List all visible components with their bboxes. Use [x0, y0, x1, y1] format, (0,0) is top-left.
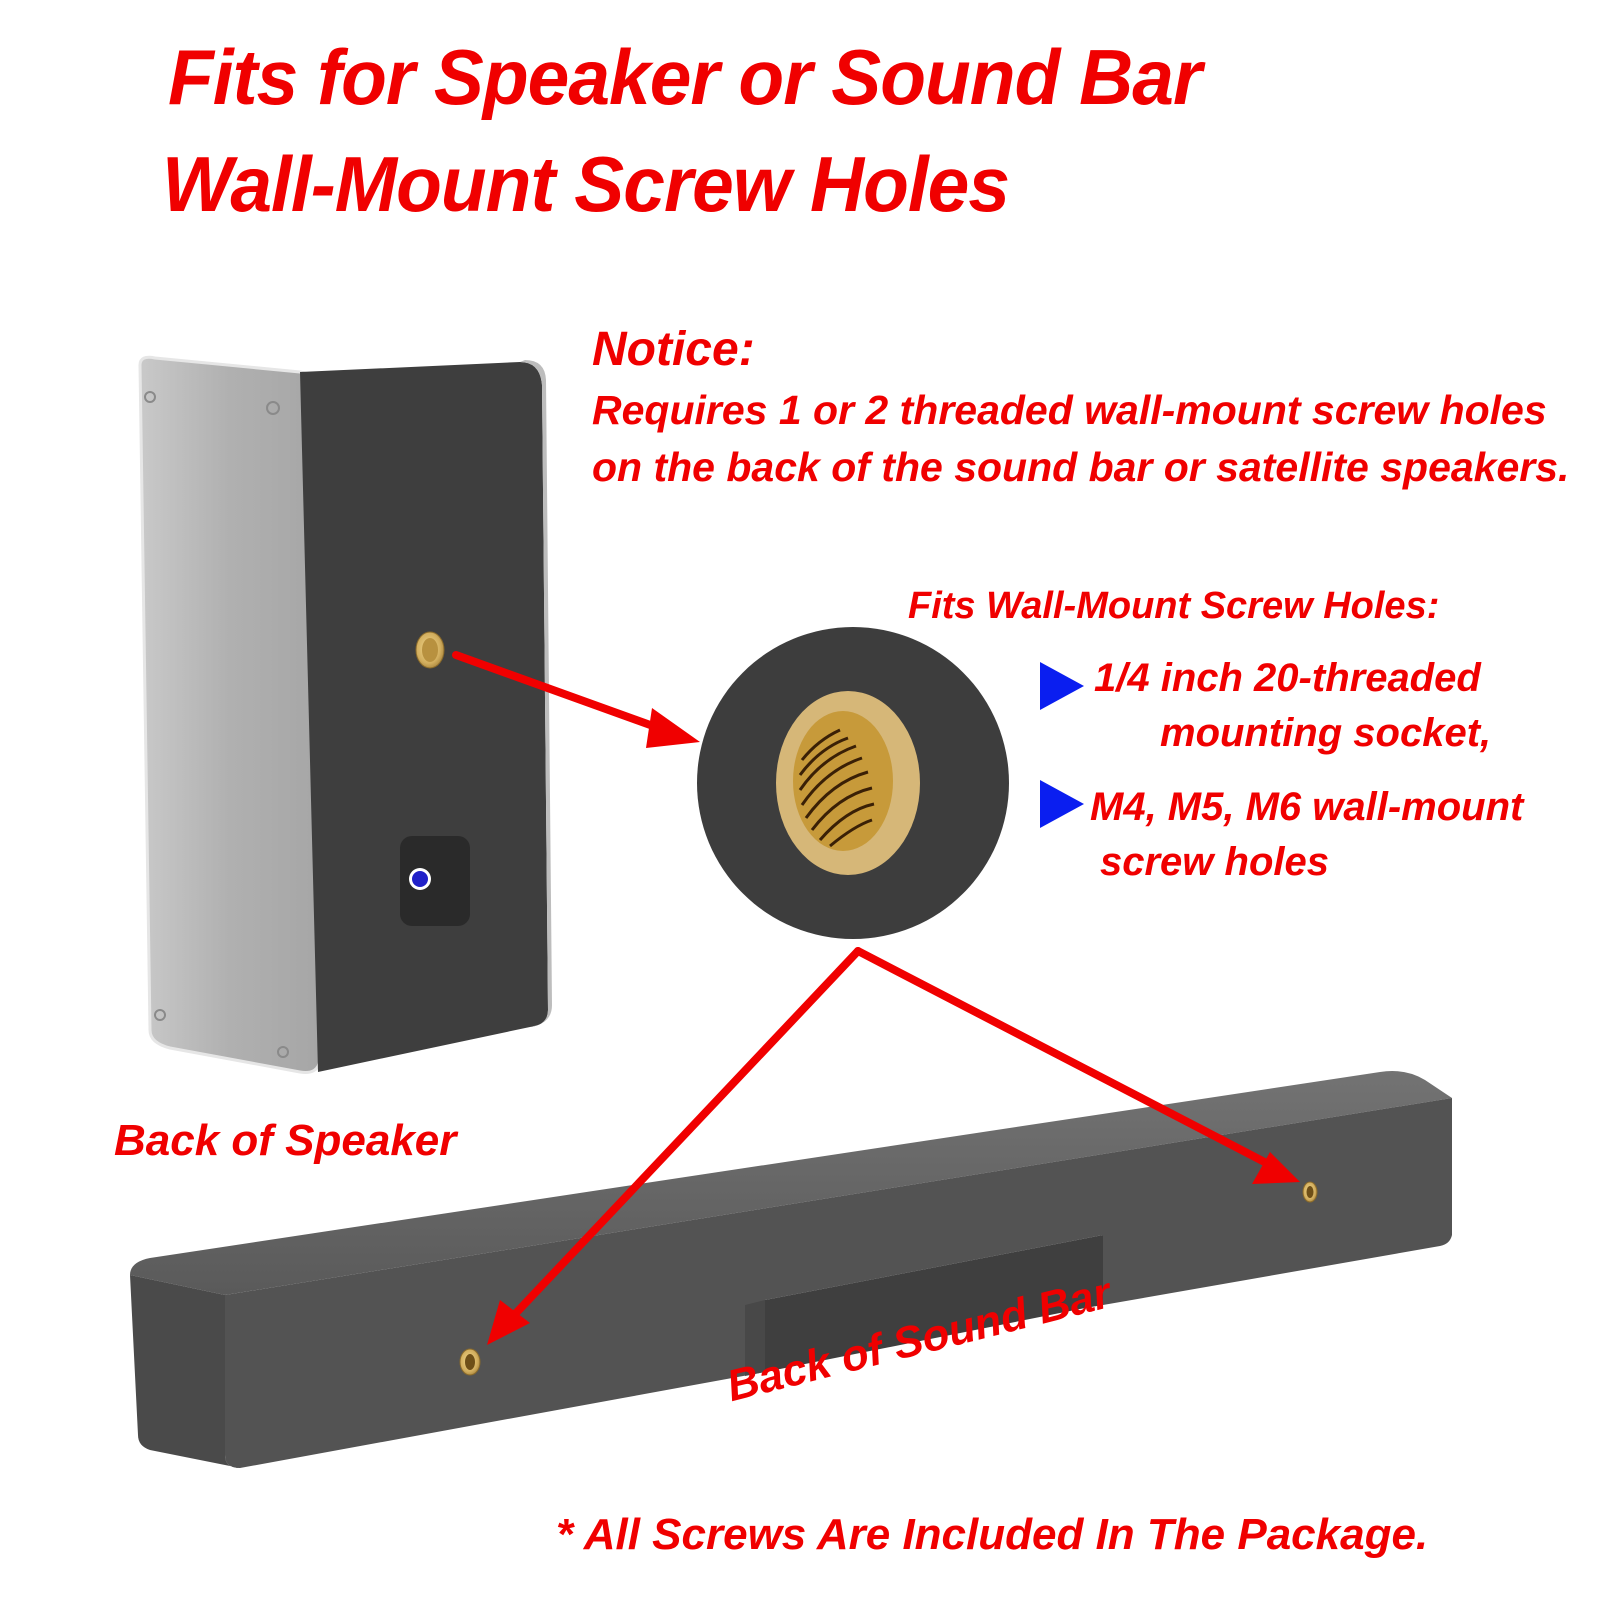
arrow-speaker-to-socket	[452, 651, 682, 739]
fits-bullet-2: M4, M5, M6 wall-mount screw holes	[1090, 780, 1523, 890]
fits-bullet-2-line-2: screw holes	[1100, 840, 1330, 884]
headline-line-2: Wall-Mount Screw Holes	[162, 140, 1010, 228]
sound-bar-back-illustration	[130, 1071, 1452, 1468]
speaker-label: Back of Speaker	[114, 1116, 457, 1165]
speaker-back-illustration	[138, 355, 552, 1074]
fits-heading: Fits Wall-Mount Screw Holes:	[908, 585, 1440, 627]
footer-note: * All Screws Are Included In The Package…	[556, 1510, 1429, 1559]
fits-bullet-1-line-1: 1/4 inch 20-threaded	[1094, 656, 1481, 700]
magnified-socket-illustration	[697, 627, 1009, 939]
fits-bullet-1-line-2: mounting socket,	[1160, 711, 1492, 755]
blue-triangle-bullet-icon	[1040, 780, 1084, 828]
arrow-socket-to-left-hole	[496, 947, 862, 1334]
notice-heading: Notice:	[592, 323, 755, 376]
fits-bullet-2-line-1: M4, M5, M6 wall-mount	[1090, 785, 1524, 829]
fits-bullet-1: 1/4 inch 20-threaded mounting socket,	[1094, 651, 1491, 761]
notice-body: Requires 1 or 2 threaded wall-mount scre…	[592, 387, 1570, 490]
blue-triangle-bullet-icon	[1040, 662, 1084, 710]
arrow-socket-to-right-hole	[854, 947, 1284, 1174]
headline-line-1: Fits for Speaker or Sound Bar	[168, 33, 1202, 121]
pointer-arrows	[452, 651, 1300, 1345]
